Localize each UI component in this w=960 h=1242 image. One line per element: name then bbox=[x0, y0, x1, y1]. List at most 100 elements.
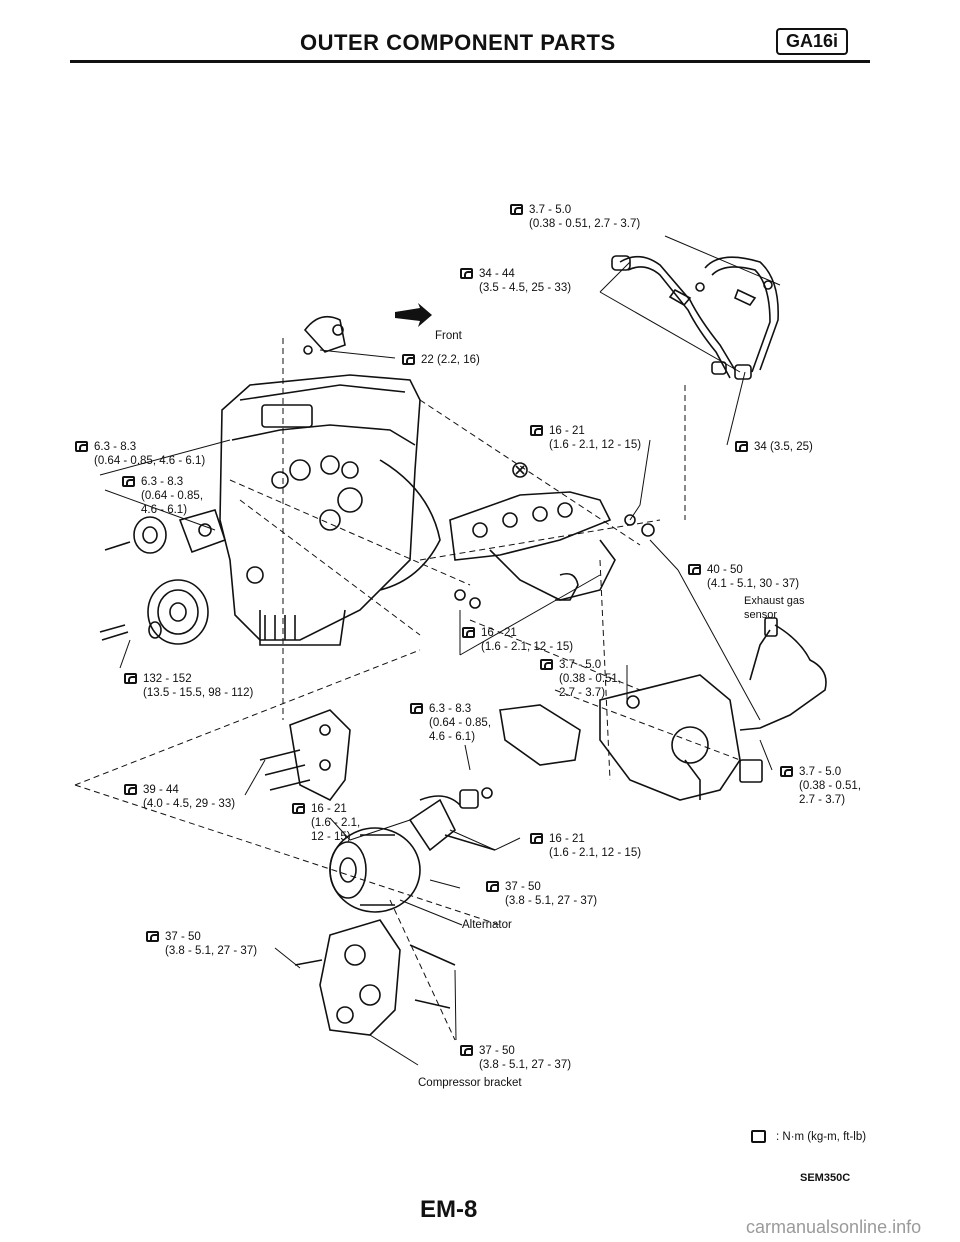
torque-value: 34 (3.5, 25) bbox=[754, 441, 813, 453]
torque-value-conversion: (4.0 - 4.5, 29 - 33) bbox=[143, 798, 236, 810]
label-line: Exhaust gas bbox=[744, 595, 805, 607]
compressor-bracket-drawing bbox=[294, 919, 456, 1036]
torque-value-conversion: (13.5 - 15.5, 98 - 112) bbox=[143, 687, 254, 699]
torque-label-left-upper: 6.3 - 8.3 (0.64 - 0.85, 4.6 - 6.1) bbox=[75, 440, 205, 468]
torque-icon bbox=[75, 441, 88, 452]
torque-value: 132 - 152 bbox=[143, 673, 192, 685]
torque-label-heat-shield: 3.7 - 5.0 (0.38 - 0.51, 2.7 - 3.7) bbox=[540, 658, 621, 700]
torque-value-conversion: 2.7 - 3.7) bbox=[799, 794, 846, 806]
torque-value: 3.7 - 5.0 bbox=[529, 204, 572, 216]
torque-value: 3.7 - 5.0 bbox=[799, 766, 842, 778]
torque-value: 16 - 21 bbox=[481, 627, 517, 639]
legend-text: : N·m (kg-m, ft-lb) bbox=[776, 1131, 867, 1143]
torque-label-compressor-bottom: 37 - 50 (3.8 - 5.1, 27 - 37) bbox=[460, 1044, 571, 1072]
torque-value-conversion: (1.6 - 2.1, 12 - 15) bbox=[481, 641, 574, 653]
torque-value-conversion: (1.6 - 2.1, 12 - 15) bbox=[549, 439, 642, 451]
torque-value: 34 - 44 bbox=[479, 268, 515, 280]
torque-icon bbox=[124, 673, 137, 684]
torque-value-conversion: (3.5 - 4.5, 25 - 33) bbox=[479, 282, 572, 294]
torque-value: 16 - 21 bbox=[549, 833, 585, 845]
torque-value: 16 - 21 bbox=[311, 803, 347, 815]
torque-value: 37 - 50 bbox=[479, 1045, 515, 1057]
torque-icon bbox=[735, 441, 748, 452]
front-label: Front bbox=[435, 330, 462, 342]
dashed-alignment-lines bbox=[74, 338, 741, 1041]
torque-value-conversion: (0.38 - 0.51, 2.7 - 3.7) bbox=[529, 218, 641, 230]
torque-label-sensor: 40 - 50 (4.1 - 5.1, 30 - 37) bbox=[688, 563, 799, 591]
alternator-label: Alternator bbox=[462, 919, 512, 931]
torque-icon bbox=[146, 931, 159, 942]
torque-value: 37 - 50 bbox=[165, 931, 201, 943]
torque-value-conversion: (0.38 - 0.51, bbox=[559, 673, 622, 685]
torque-icon bbox=[460, 268, 473, 279]
torque-label-mid-bracket: 6.3 - 8.3 (0.64 - 0.85, 4.6 - 6.1) bbox=[410, 702, 491, 744]
header-rule bbox=[70, 60, 870, 63]
torque-value: 6.3 - 8.3 bbox=[94, 441, 137, 453]
torque-value: 22 (2.2, 16) bbox=[421, 354, 480, 366]
torque-icon bbox=[402, 354, 415, 365]
engine-code-badge: GA16i bbox=[776, 28, 849, 55]
torque-icon bbox=[530, 425, 543, 436]
watermark: carmanualsonline.info bbox=[746, 1217, 922, 1237]
torque-label-compressor-left: 37 - 50 (3.8 - 5.1, 27 - 37) bbox=[146, 930, 257, 958]
alternator-drawing bbox=[329, 787, 496, 913]
torque-icon bbox=[410, 703, 423, 714]
torque-value-conversion: (3.8 - 5.1, 27 - 37) bbox=[479, 1059, 572, 1071]
torque-icon bbox=[486, 881, 499, 892]
label-line: sensor bbox=[744, 609, 778, 621]
compressor-bracket-label: Compressor bracket bbox=[418, 1077, 522, 1089]
torque-value: 6.3 - 8.3 bbox=[429, 703, 472, 715]
torque-value-conversion: (0.64 - 0.85, 4.6 - 6.1) bbox=[94, 455, 206, 467]
torque-label-34-44: 34 - 44 (3.5 - 4.5, 25 - 33) bbox=[460, 267, 571, 295]
torque-value: 3.7 - 5.0 bbox=[559, 659, 602, 671]
torque-label-alternator-adjust: 16 - 21 (1.6 - 2.1, 12 - 15) bbox=[530, 832, 641, 860]
figure-code: SEM350C bbox=[800, 1172, 851, 1184]
torque-value-conversion: (3.8 - 5.1, 27 - 37) bbox=[165, 945, 258, 957]
torque-value: 40 - 50 bbox=[707, 564, 743, 576]
page-title: OUTER COMPONENT PARTS bbox=[300, 30, 616, 55]
engine-mount-bracket-drawing bbox=[259, 709, 351, 802]
front-arrow-icon bbox=[395, 303, 432, 327]
exhaust-sensor-drawing bbox=[739, 617, 827, 783]
torque-label-mount: 39 - 44(4.0 - 4.5, 29 - 33) bbox=[124, 783, 235, 811]
page-header: OUTER COMPONENT PARTS GA16i bbox=[70, 26, 870, 63]
torque-value-conversion: (4.1 - 5.1, 30 - 37) bbox=[707, 578, 800, 590]
torque-label-alternator: 37 - 50 (3.8 - 5.1, 27 - 37) bbox=[486, 880, 597, 908]
torque-icon bbox=[688, 564, 701, 575]
torque-value-conversion: (1.6 - 2.1, 12 - 15) bbox=[549, 847, 642, 859]
page-number: EM-8 bbox=[420, 1196, 478, 1223]
heat-shield-drawing bbox=[499, 674, 741, 801]
torque-icon bbox=[751, 1130, 766, 1143]
torque-value-conversion: (0.64 - 0.85, bbox=[141, 490, 204, 502]
torque-label-34-35: 34 (3.5, 25) bbox=[735, 440, 813, 454]
torque-value: 37 - 50 bbox=[505, 881, 541, 893]
engine-block-drawing bbox=[219, 315, 441, 646]
exhaust-gas-sensor-label: Exhaust gas sensor bbox=[744, 594, 805, 622]
torque-icon bbox=[462, 627, 475, 638]
crank-pulley-drawing bbox=[99, 509, 227, 645]
torque-label-top: 3.7 - 5.0 (0.38 - 0.51, 2.7 - 3.7) bbox=[510, 203, 640, 231]
torque-value-conversion: 4.6 - 6.1) bbox=[429, 731, 476, 743]
torque-icon bbox=[124, 784, 137, 795]
torque-label-manifold-upper: 16 - 21(1.6 - 2.1, 12 - 15) bbox=[530, 424, 641, 452]
torque-icon bbox=[122, 476, 135, 487]
torque-value-conversion: (1.6 - 2.1, bbox=[311, 817, 361, 829]
torque-icon bbox=[530, 833, 543, 844]
torque-label-manifold-mid: 16 - 21 (1.6 - 2.1, 12 - 15) bbox=[462, 626, 573, 654]
torque-value-conversion: (3.8 - 5.1, 27 - 37) bbox=[505, 895, 598, 907]
torque-legend: : N·m (kg-m, ft-lb) bbox=[751, 1130, 866, 1143]
exhaust-manifold-drawing bbox=[449, 462, 655, 609]
torque-value-conversion: (0.38 - 0.51, bbox=[799, 780, 862, 792]
torque-value: 6.3 - 8.3 bbox=[141, 476, 184, 488]
torque-value-conversion: 12 - 15) bbox=[311, 831, 351, 843]
torque-icon bbox=[540, 659, 553, 670]
leader-lines bbox=[99, 235, 781, 1066]
torque-value-conversion: (0.64 - 0.85, bbox=[429, 717, 492, 729]
torque-label-alternator-upper: 16 - 21 (1.6 - 2.1, 12 - 15) bbox=[292, 802, 360, 844]
torque-value-conversion: 4.6 - 6.1) bbox=[141, 504, 188, 516]
torque-value-conversion: 2.7 - 3.7) bbox=[559, 687, 606, 699]
torque-label-right-sensor: 3.7 - 5.0 (0.38 - 0.51, 2.7 - 3.7) bbox=[780, 765, 861, 807]
torque-icon bbox=[510, 204, 523, 215]
torque-icon bbox=[780, 766, 793, 777]
